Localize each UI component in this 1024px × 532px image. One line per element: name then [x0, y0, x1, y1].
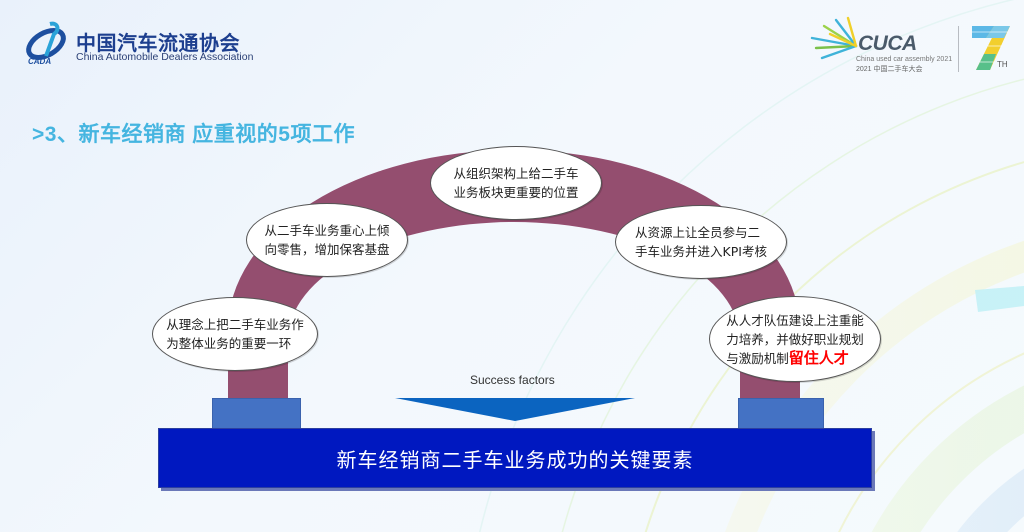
cuca-subtitle-cn: 2021 中国二手车大会 — [856, 66, 923, 73]
factor-bubble-1: 从理念上把二手车业务作 为整体业务的重要一环 — [152, 297, 318, 371]
association-name-cn: 中国汽车流通协会 — [76, 31, 240, 55]
foundation-label: 新车经销商二手车业务成功的关键要素 — [336, 447, 694, 472]
foundation-bar: 新车经销商二手车业务成功的关键要素 — [158, 428, 872, 488]
edition-suffix: TH — [997, 60, 1008, 69]
factor-5-line-1: 从人才队伍建设上注重能 — [726, 312, 864, 328]
cuca-wordmark: CUCA — [858, 32, 917, 55]
factor-bubble-2: 从二手车业务重心上倾 向零售，增加保客基盘 — [246, 203, 408, 277]
factor-4-line-2: 手车业务并进入KPI考核 — [635, 244, 767, 259]
factor-2-line-2: 向零售，增加保客基盘 — [264, 242, 390, 257]
factor-3-line-1: 从组织架构上给二手车 — [453, 166, 579, 181]
factor-1-line-2: 为整体业务的重要一环 — [166, 336, 292, 351]
slide-title: >3、新车经销商 应重视的5项工作 — [32, 123, 355, 146]
association-name-en: China Automobile Dealers Association — [76, 51, 254, 63]
factor-5-line-3-text: 与激励机制 — [726, 350, 789, 366]
seventh-edition-icon — [972, 26, 1010, 70]
factor-bubble-3: 从组织架构上给二手车 业务板块更重要的位置 — [430, 146, 602, 220]
factor-5-line-2: 力培养，并做好职业规划 — [726, 331, 864, 347]
factor-5-line-3: 与激励机制留住人才 — [726, 349, 864, 368]
left-pedestal — [212, 398, 301, 430]
factor-3-line-2: 业务板块更重要的位置 — [453, 185, 579, 200]
right-pedestal — [738, 398, 824, 430]
success-factors-label: Success factors — [470, 373, 555, 387]
factor-5-highlight: 留住人才 — [788, 348, 849, 367]
cada-emblem-icon: CADA — [26, 21, 66, 66]
factor-1-line-1: 从理念上把二手车业务作 — [166, 317, 304, 332]
cuca-burst-icon — [810, 16, 858, 60]
factor-bubble-5: 从人才队伍建设上注重能 力培养，并做好职业规划 与激励机制留住人才 — [709, 296, 881, 382]
factor-2-line-1: 从二手车业务重心上倾 — [264, 223, 390, 238]
down-arrow-icon — [395, 398, 635, 421]
factor-4-line-1: 从资源上让全员参与二 — [635, 225, 761, 240]
svg-text:CADA: CADA — [28, 57, 51, 66]
cuca-subtitle-en: China used car assembly 2021 — [856, 56, 953, 63]
factor-bubble-4: 从资源上让全员参与二 手车业务并进入KPI考核 — [615, 205, 787, 279]
logo-divider — [958, 26, 959, 72]
